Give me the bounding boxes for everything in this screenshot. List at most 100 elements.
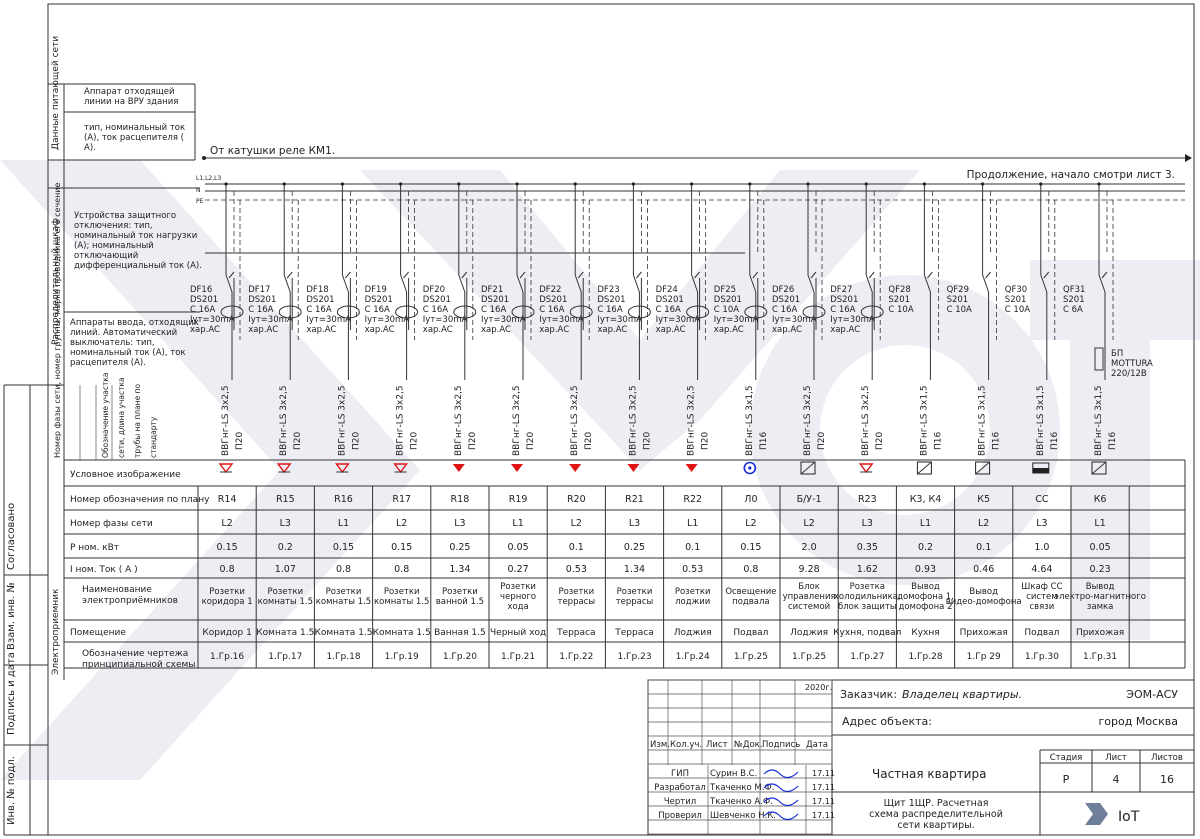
- breaker-label: DS201: [656, 295, 684, 305]
- title-role: Проверил: [658, 811, 702, 821]
- power-unit-rating: 220/12В: [1111, 369, 1147, 379]
- title-year: 2020г.: [805, 683, 832, 692]
- socket-icon: [276, 463, 292, 474]
- pipe-label: П20: [817, 432, 827, 450]
- cell-room: Комната 1.5: [373, 628, 431, 638]
- pipe-label: П20: [642, 432, 652, 450]
- cell-power: 0.15: [391, 542, 412, 553]
- cell-drawing: 1.Гр.21: [501, 652, 535, 662]
- rcd-coil-icon: [744, 305, 768, 319]
- cell-name: Шкаф СС: [1021, 582, 1062, 592]
- title-customer: Владелец квартиры.: [902, 688, 1022, 701]
- breaker-label: C 16A: [656, 305, 681, 315]
- sidebar-inv-orig-label: Инв. № подл.: [6, 756, 17, 825]
- breaker-label: C 16A: [423, 305, 448, 315]
- cell-room: Подвал: [1024, 628, 1059, 638]
- sidebar-agreed-label: Согласовано: [6, 503, 17, 570]
- cell-plan: R19: [509, 494, 528, 505]
- cable-label: ВВГнг-LS 3x2,5: [279, 385, 289, 456]
- lamp-icon: [743, 461, 757, 475]
- rcd-coil-icon: [395, 305, 419, 319]
- breaker-label: Iут=30mA: [423, 315, 468, 325]
- breaker-label: хар.AC: [539, 325, 569, 335]
- breaker-cross-icon: [577, 271, 584, 279]
- cell-plan: R20: [567, 494, 586, 505]
- cell-power: 0.1: [685, 542, 700, 553]
- cell-plan: R15: [276, 494, 295, 505]
- title-name: Ткаченко А.Ф.: [709, 797, 773, 807]
- row-label-input-devices: расцепителя (А).: [70, 358, 146, 368]
- feed-from-label: От катушки реле КМ1.: [210, 145, 335, 157]
- breaker-label: QF28: [888, 285, 910, 295]
- junction-dot: [457, 182, 461, 186]
- line: [574, 274, 582, 293]
- title-header: Кол.уч.: [670, 740, 702, 750]
- signature-icon: [763, 769, 799, 779]
- cell-drawing: 1.Гр.17: [268, 652, 302, 662]
- cell-plan: К5: [977, 494, 990, 505]
- cell-room: Кухня, подвал: [833, 628, 901, 638]
- breaker-label: хар.AC: [190, 325, 220, 335]
- title-sheets: 16: [1160, 773, 1174, 786]
- breaker-label: S201: [947, 295, 969, 305]
- pipe-label: П16: [1108, 432, 1118, 450]
- cell-name: домофона 2: [898, 602, 952, 612]
- breaker-label: DF24: [656, 285, 678, 295]
- cable-label: ВВГнг-LS 3x1,5: [745, 385, 755, 456]
- row-label-pipe: трубы на плане по: [133, 384, 142, 458]
- breaker-label: C 16A: [190, 305, 215, 315]
- rcd-coil-icon: [220, 305, 244, 319]
- line: [458, 274, 466, 293]
- junction-dot: [981, 182, 985, 186]
- row-label-vru-type: А).: [84, 143, 96, 153]
- title-role: Чертил: [664, 797, 696, 807]
- title-sheet: 4: [1113, 773, 1120, 786]
- breaker-cross-icon: [403, 271, 409, 279]
- cell-name: Розетки: [500, 582, 536, 592]
- cell-room: Комната 1.5: [256, 628, 314, 638]
- pipe-label: П16: [759, 432, 769, 450]
- output-box-diagonal: [1091, 461, 1107, 475]
- cell-name: Освещение: [725, 587, 776, 597]
- cell-plan: R16: [334, 494, 353, 505]
- breaker-label: DS201: [830, 295, 858, 305]
- output-box-icon: [800, 461, 816, 475]
- title-header: Дата: [806, 740, 828, 750]
- cell-drawing: 1.Гр.25: [792, 652, 826, 662]
- output-box-diagonal: [975, 461, 990, 475]
- title-name: Шевченко Н.К.: [710, 811, 776, 821]
- sidebar-inv-replace-label: Взам. инв. №: [6, 582, 17, 650]
- logo-icon: [1085, 803, 1108, 825]
- cell-room: Лоджия: [790, 628, 828, 638]
- breaker-label: Iут=30mA: [481, 315, 526, 325]
- breaker-label: S201: [888, 295, 910, 305]
- breaker-cross-icon: [228, 271, 235, 279]
- cell-plan: R17: [392, 494, 411, 505]
- output-box-icon: [975, 461, 991, 475]
- breaker-label: DS201: [714, 295, 742, 305]
- breaker-label: DF16: [190, 285, 212, 295]
- rcd-coil-icon: [511, 305, 535, 319]
- cell-name: электро-магнитного: [1054, 592, 1146, 602]
- cell-phase: L2: [396, 518, 407, 529]
- cell-phase: L3: [1036, 518, 1047, 529]
- breaker-label: DF26: [772, 285, 794, 295]
- socket-icon: [685, 464, 698, 472]
- breaker-label: хар.AC: [306, 325, 336, 335]
- cell-current: 0.53: [682, 564, 703, 575]
- cell-power: 0.05: [1090, 542, 1111, 553]
- socket-icon: [452, 464, 465, 472]
- cell-name: систем: [1026, 592, 1057, 602]
- rcd-coil-icon: [627, 305, 651, 319]
- row-label-rcd: отключения: тип,: [74, 221, 153, 231]
- breaker-label: QF29: [947, 285, 969, 295]
- cell-drawing: 1.Гр.24: [676, 652, 710, 662]
- cell-name: комнаты 1.5: [374, 597, 429, 607]
- title-address-label: Адрес объекта:: [842, 715, 932, 728]
- socket-icon: [511, 464, 523, 472]
